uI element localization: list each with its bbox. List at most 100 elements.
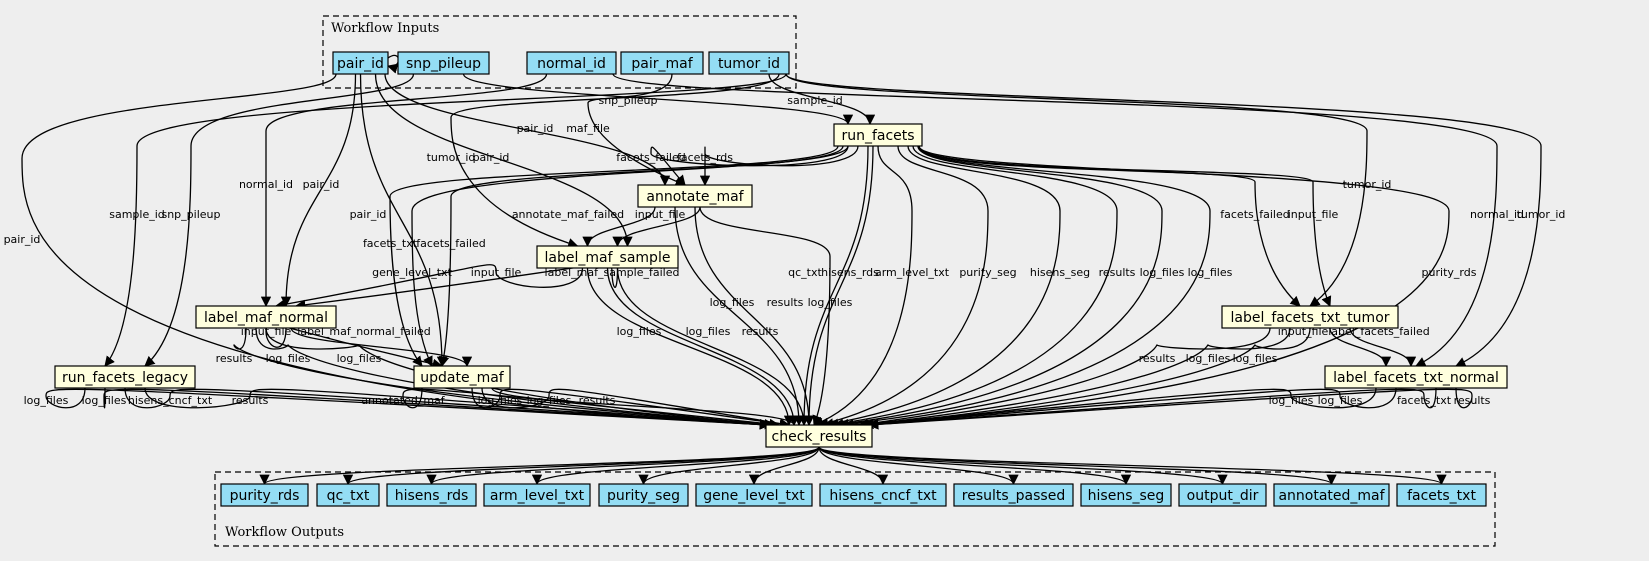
edge-label-tumor-id: tumor_id xyxy=(1343,178,1392,191)
edge-label-input-file: input_file xyxy=(471,266,522,279)
hisens-rds-label: hisens_rds xyxy=(395,488,469,504)
edge-label-pair-id: pair_id xyxy=(4,233,41,246)
node-purity-seg[interactable]: purity_seg xyxy=(598,483,689,507)
output-dir-box xyxy=(1178,483,1267,507)
edge-label-results: results xyxy=(1099,266,1136,279)
run-facets-legacy-label: run_facets_legacy xyxy=(62,370,188,386)
label-maf-normal-label: label_maf_normal xyxy=(204,310,328,326)
edge-run-facets-to-annotate-maf xyxy=(699,145,859,187)
node-purity-rds[interactable]: purity_rds xyxy=(220,483,309,507)
edge-update-maf-to-check-results xyxy=(481,387,791,429)
pair-maf-box xyxy=(620,51,704,75)
node-facets-txt[interactable]: facets_txt xyxy=(1396,483,1487,507)
normal-id-box xyxy=(526,51,617,75)
snp-pileup-label: snp_pileup xyxy=(406,56,481,72)
edge-run-facets-to-check-results xyxy=(798,145,869,427)
qc-txt-label: qc_txt xyxy=(327,488,370,504)
edge-label-log-files: log_files xyxy=(527,394,572,407)
edge-check-results-to-results-passed xyxy=(818,446,1019,486)
label-facets-txt-normal-box xyxy=(1324,365,1508,389)
edge-label-maf-sample-to-label-maf-normal xyxy=(274,264,584,310)
run-facets-legacy-box xyxy=(54,365,196,389)
node-hisens-cncf-txt[interactable]: hisens_cncf_txt xyxy=(819,483,947,507)
node-results-passed[interactable]: results_passed xyxy=(953,483,1074,507)
edge-annotate-maf-to-check-results xyxy=(694,206,815,427)
node-hisens-rds[interactable]: hisens_rds xyxy=(386,483,477,507)
node-annotate-maf[interactable]: annotate_maf xyxy=(637,184,753,208)
snp-pileup-box xyxy=(397,51,490,75)
node-run-facets-legacy[interactable]: run_facets_legacy xyxy=(54,365,196,389)
edge-label-purity-seg: purity_seg xyxy=(959,266,1016,279)
facets-txt-box xyxy=(1396,483,1487,507)
edge-label-log-files: log_files xyxy=(478,394,523,407)
node-label-maf-sample[interactable]: label_maf_sample xyxy=(536,245,679,269)
node-qc-txt[interactable]: qc_txt xyxy=(316,483,380,507)
edge-snp-pileup-to-run-facets-legacy xyxy=(144,73,415,367)
edge-label-results: results xyxy=(232,394,269,407)
edge-label-maf-sample-to-check-results xyxy=(616,267,810,427)
edge-label-pair-id: pair_id xyxy=(350,208,387,221)
edge-label-label-maf-sample-failed: label_maf_sample_failed xyxy=(545,266,680,279)
edge-label-log-files: log_files xyxy=(1186,352,1231,365)
edge-label-purity-rds: purity_rds xyxy=(1422,266,1477,279)
arm-level-txt-label: arm_level_txt xyxy=(490,488,585,504)
edge-snp-pileup-to-run-facets xyxy=(462,73,854,126)
edge-label-tumor-id: tumor_id xyxy=(427,151,476,164)
edge-check-results-to-qc-txt xyxy=(343,446,820,486)
node-pair-maf[interactable]: pair_maf xyxy=(620,51,704,75)
edge-label-log-files: log_files xyxy=(617,325,662,338)
node-hisens-seg[interactable]: hisens_seg xyxy=(1080,483,1172,507)
edge-label-sample-id: sample_id xyxy=(787,94,843,107)
node-normal-id[interactable]: normal_id xyxy=(526,51,617,75)
node-tumor-id[interactable]: tumor_id xyxy=(708,51,790,75)
node-output-dir[interactable]: output_dir xyxy=(1178,483,1267,507)
edge-pair-id-to-annotate-maf xyxy=(384,73,671,187)
edge-label-facets-txt-normal-to-check-results xyxy=(867,387,1473,430)
node-snp-pileup[interactable]: snp_pileup xyxy=(397,51,490,75)
pair-maf-label: pair_maf xyxy=(631,56,693,72)
edge-label-facets-txt-tumor-to-check-results xyxy=(857,327,1271,429)
edge-check-results-to-arm-level-txt xyxy=(531,446,820,486)
node-label-facets-txt-normal[interactable]: label_facets_txt_normal xyxy=(1324,365,1508,389)
edge-run-facets-legacy-to-check-results xyxy=(124,387,771,430)
edge-label-tumor-id: tumor_id xyxy=(1517,208,1566,221)
edge-label-log-files: log_files xyxy=(1318,394,1363,407)
edge-run-facets-to-check-results xyxy=(813,145,913,427)
label-maf-sample-box xyxy=(536,245,679,269)
edge-label-annotate-maf-failed: annotate_maf_failed xyxy=(512,208,624,221)
edge-label-log-files: log_files xyxy=(1233,352,1278,365)
edge-run-facets-to-check-results xyxy=(803,145,874,427)
edge-label-maf-normal-to-update-maf xyxy=(290,327,473,368)
label-maf-sample-label: label_maf_sample xyxy=(545,250,671,266)
arm-level-txt-box xyxy=(483,483,591,507)
workflow-outputs-cluster xyxy=(214,471,1496,547)
edge-check-results-to-output-dir xyxy=(818,446,1228,486)
edge-label-annotated-maf: annotated_maf xyxy=(361,394,445,407)
edge-label-results: results xyxy=(1454,394,1491,407)
node-annotated-maf[interactable]: annotated_maf xyxy=(1273,483,1390,507)
update-maf-box xyxy=(413,365,511,389)
edge-label-arm-level-txt: arm_level_txt xyxy=(875,266,950,279)
edge-annotate-maf-to-label-maf-sample xyxy=(582,206,656,248)
qc-txt-box xyxy=(316,483,380,507)
edge-run-facets-to-label-facets-txt-tumor xyxy=(918,145,1301,307)
edge-annotate-maf-to-check-results xyxy=(699,206,831,426)
node-gene-level-txt[interactable]: gene_level_txt xyxy=(695,483,813,507)
node-run-facets[interactable]: run_facets xyxy=(833,123,923,147)
node-update-maf[interactable]: update_maf xyxy=(413,365,511,389)
edge-label-facets-failed: facets_failed xyxy=(416,237,485,250)
edge-run-facets-to-check-results xyxy=(827,145,1118,429)
edge-tumor-id-to-label-maf-sample xyxy=(450,73,780,249)
edge-label-facets-failed: facets_failed xyxy=(616,151,685,164)
edge-label-pair-id: pair_id xyxy=(473,151,510,164)
node-label-facets-txt-tumor[interactable]: label_facets_txt_tumor xyxy=(1221,305,1399,329)
node-check-results[interactable]: check_results xyxy=(765,424,873,448)
edge-check-results-to-purity-seg xyxy=(638,446,820,486)
tumor-id-label: tumor_id xyxy=(718,56,780,72)
edge-check-results-to-annotated-maf xyxy=(818,446,1337,486)
edge-label-log-files: log_files xyxy=(266,352,311,365)
node-label-maf-normal[interactable]: label_maf_normal xyxy=(195,305,337,329)
node-pair-id[interactable]: pair_id xyxy=(332,51,389,75)
node-arm-level-txt[interactable]: arm_level_txt xyxy=(483,483,591,507)
edge-run-facets-to-check-results xyxy=(832,145,1163,430)
